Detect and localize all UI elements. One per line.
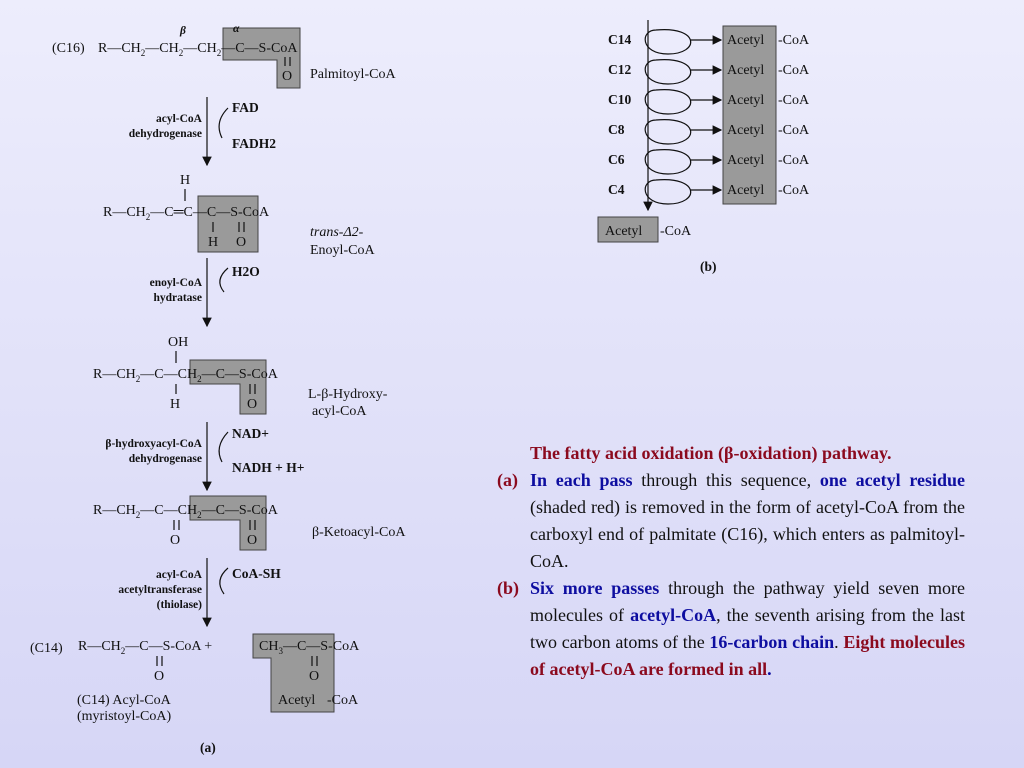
- myristoyl-chain-text: R—CH2—C—S-CoA +: [78, 639, 212, 656]
- spiral-loops: [643, 20, 692, 212]
- caption-tag-b: (b): [497, 578, 519, 598]
- palmitoyl-label: Palmitoyl-CoA: [310, 67, 396, 82]
- row-chain-c6: C6: [608, 152, 625, 167]
- step-thiolase: acyl-CoA acetyltransferase (thiolase) Co…: [118, 558, 281, 628]
- caption-item-a: (a) In each pass through this sequence, …: [497, 467, 965, 575]
- svg-text:acetyltransferase: acetyltransferase: [118, 584, 202, 596]
- svg-text:O: O: [247, 397, 257, 412]
- row-product-6: Acetyl: [727, 183, 764, 198]
- row-suffix-4: -CoA: [778, 123, 810, 138]
- fad-text: FAD: [232, 100, 259, 115]
- row-suffix-5: -CoA: [778, 153, 810, 168]
- acetyl-coa-structure-text: CH3—C—S-CoA: [259, 639, 360, 656]
- svg-text:β-hydroxyacyl-CoA: β-hydroxyacyl-CoA: [105, 438, 202, 450]
- nad-text: NAD+: [232, 426, 269, 441]
- panel-b: C14 C12 C10 C8 C6 C4 Acetyl Acetyl Acety…: [597, 20, 810, 274]
- panel-a-caption: (a): [200, 740, 216, 755]
- coash-text: CoA-SH: [232, 566, 281, 581]
- svg-text:O: O: [170, 533, 180, 548]
- svg-text:O: O: [309, 669, 319, 684]
- keto-label: β-Ketoacyl-CoA: [312, 525, 406, 540]
- thiolase-products: (C14) R—CH2—C—S-CoA + O CH3—C—S-CoA O Ac…: [30, 633, 360, 724]
- row-suffix-2: -CoA: [778, 63, 810, 78]
- row-suffix-1: -CoA: [778, 33, 810, 48]
- enoyl-label-line2: Enoyl-CoA: [310, 243, 375, 258]
- nadh-text: NADH + H+: [232, 460, 304, 475]
- beta-mark: β: [179, 25, 186, 37]
- step-hydroxyacyl-dehydrogenase: β-hydroxyacyl-CoA dehydrogenase NAD+ NAD…: [105, 422, 304, 492]
- enoyl-label-line1: trans-Δ2-: [310, 225, 364, 240]
- caption-tag-a: (a): [497, 470, 518, 490]
- c14-tag: (C14): [30, 641, 63, 656]
- enoyl-coa-structure: R—CH2—C═C—C—S-CoA H H O trans-Δ2- Enoyl-…: [103, 173, 375, 258]
- ketoacyl-chain-text: R—CH2—C—CH2—C—S-CoA: [93, 503, 279, 520]
- svg-text:dehydrogenase: dehydrogenase: [129, 453, 202, 465]
- panel-b-caption: (b): [700, 259, 717, 274]
- row-chain-c14: C14: [608, 32, 631, 47]
- c14-label-line2: (myristoyl-CoA): [77, 709, 171, 724]
- svg-text:H: H: [170, 397, 180, 412]
- c16-tag: (C16): [52, 41, 85, 56]
- row-product-4: Acetyl: [727, 123, 764, 138]
- row-product-5: Acetyl: [727, 153, 764, 168]
- row-suffix-3: -CoA: [778, 93, 810, 108]
- svg-text:acyl-CoA: acyl-CoA: [156, 569, 203, 581]
- final-acetyl: Acetyl: [605, 224, 642, 239]
- row-product-3: Acetyl: [727, 93, 764, 108]
- svg-text:OH: OH: [168, 335, 188, 350]
- caption-item-b: (b) Six more passes through the pathway …: [497, 575, 965, 683]
- ketoacyl-coa-structure: R—CH2—C—CH2—C—S-CoA O O β-Ketoacyl-CoA: [93, 495, 406, 551]
- row-suffix-6: -CoA: [778, 183, 810, 198]
- svg-text:H: H: [208, 235, 218, 250]
- svg-text:enoyl-CoA: enoyl-CoA: [150, 277, 203, 289]
- palmitoyl-coa-structure: (C16) R—CH2—CH2—CH2—C—S-CoA β α O Palmit…: [52, 23, 396, 89]
- step-enoyl-coa-hydratase: enoyl-CoA hydratase H2O: [150, 258, 260, 328]
- step-acyl-coa-dehydrogenase: acyl-CoA dehydrogenase FAD FADH2: [129, 97, 276, 167]
- h2o-text: H2O: [232, 264, 260, 279]
- hydroxy-label-line1: L-β-Hydroxy-: [308, 387, 388, 402]
- figure-caption: The fatty acid oxidation (β-oxidation) p…: [497, 440, 965, 683]
- fadh2-text: FADH2: [232, 136, 276, 151]
- row-chain-c4: C4: [608, 182, 625, 197]
- svg-text:hydratase: hydratase: [153, 292, 202, 304]
- svg-text:(thiolase): (thiolase): [157, 599, 203, 611]
- row-chain-c12: C12: [608, 62, 631, 77]
- step1-enzyme-line2: dehydrogenase: [129, 128, 202, 140]
- enoyl-chain-text: R—CH2—C═C—C—S-CoA: [103, 205, 270, 222]
- acetyl-coa-suffix: -CoA: [327, 693, 359, 708]
- palmitoyl-chain-text: R—CH2—CH2—CH2—C—S-CoA: [98, 41, 298, 58]
- hydroxyacyl-chain-text: R—CH2—C—CH2—C—S-CoA: [93, 367, 279, 384]
- final-suffix: -CoA: [660, 224, 692, 239]
- row-chain-c10: C10: [608, 92, 631, 107]
- step1-enzyme-line1: acyl-CoA: [156, 113, 203, 125]
- row-product-1: Acetyl: [727, 33, 764, 48]
- row-chain-c8: C8: [608, 122, 625, 137]
- c14-label-line1: (C14) Acyl-CoA: [77, 693, 172, 708]
- caption-title: The fatty acid oxidation (β-oxidation) p…: [530, 443, 892, 463]
- svg-text:O: O: [236, 235, 246, 250]
- alpha-mark: α: [233, 23, 240, 35]
- hydroxy-label-line2: acyl-CoA: [312, 404, 367, 419]
- acetyl-box-label: Acetyl: [278, 693, 315, 708]
- hydroxyacyl-coa-structure: R—CH2—C—CH2—C—S-CoA OH H O L-β-Hydroxy- …: [93, 335, 388, 419]
- row-product-2: Acetyl: [727, 63, 764, 78]
- svg-text:O: O: [154, 669, 164, 684]
- svg-text:H: H: [180, 173, 190, 188]
- carbonyl-o: O: [282, 69, 292, 84]
- svg-text:O: O: [247, 533, 257, 548]
